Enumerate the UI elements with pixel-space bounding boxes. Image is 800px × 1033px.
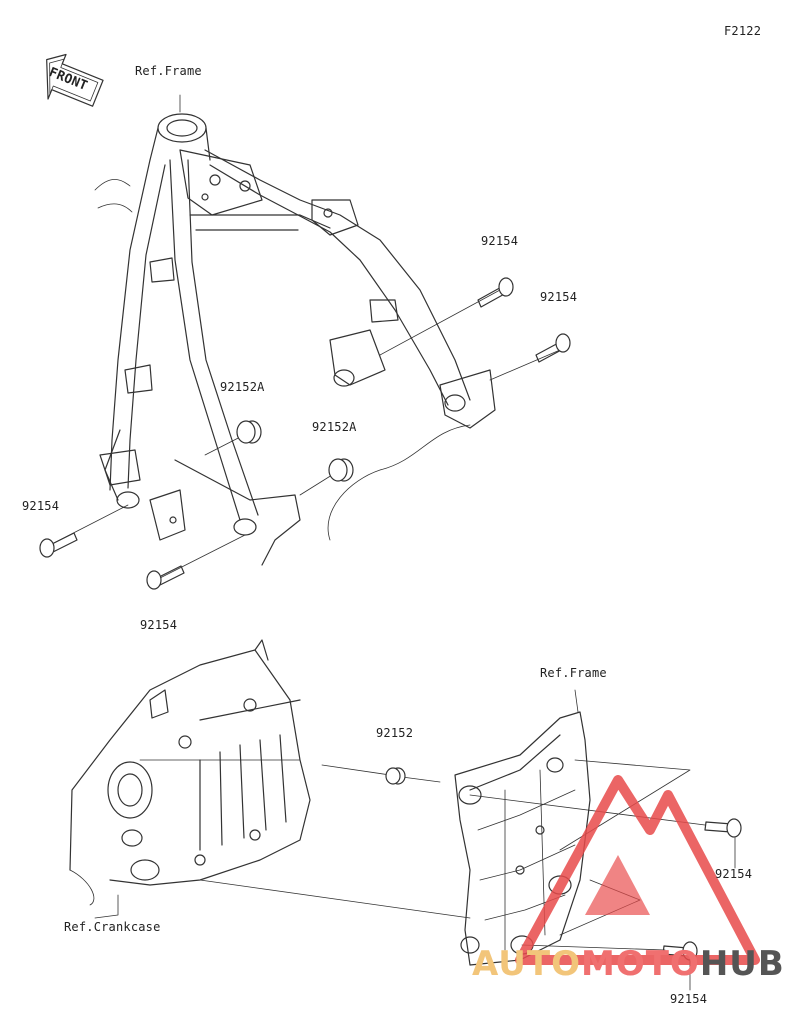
part-label-collar-2: 92152A	[312, 420, 357, 434]
bracket-drawing	[454, 711, 591, 966]
collar-2-drawing	[328, 458, 354, 482]
frame-upper-drawing	[94, 113, 496, 566]
bolt-bracket-1-drawing	[704, 818, 742, 838]
part-label-bolt-upper-2: 92154	[540, 290, 578, 304]
crankcase-drawing	[69, 639, 311, 906]
ref-crankcase-label: Ref.Crankcase	[64, 920, 161, 934]
watermark-part-3: HUB	[699, 944, 785, 984]
watermark-part-1: AUTO	[472, 944, 581, 984]
part-label-collar-1: 92152A	[220, 380, 265, 394]
bolt-upper-2-drawing	[535, 333, 571, 363]
ref-frame-bottom-label: Ref.Frame	[540, 666, 607, 680]
watermark-text: AUTOMOTOHUB	[472, 944, 798, 984]
collar-3-drawing	[385, 767, 406, 785]
ref-frame-top-label: Ref.Frame	[135, 64, 202, 78]
part-label-bolt-bracket-2: 92154	[670, 992, 708, 1006]
part-label-bolt-bracket-1: 92154	[715, 867, 753, 881]
collar-1-drawing	[236, 420, 262, 444]
part-label-bolt-upper-1: 92154	[481, 234, 519, 248]
front-arrow-icon	[46, 53, 104, 107]
part-label-bolt-left: 92154	[22, 499, 60, 513]
figure-code: F2122	[724, 24, 762, 38]
watermark-logo-icon	[515, 775, 760, 965]
part-label-bolt-lower: 92154	[140, 618, 178, 632]
part-label-collar-3: 92152	[376, 726, 414, 740]
bolt-lower-drawing	[146, 565, 185, 590]
bolt-left-drawing	[39, 532, 78, 558]
watermark-part-2: MOTO	[580, 944, 700, 984]
bolt-upper-1-drawing	[477, 277, 514, 308]
